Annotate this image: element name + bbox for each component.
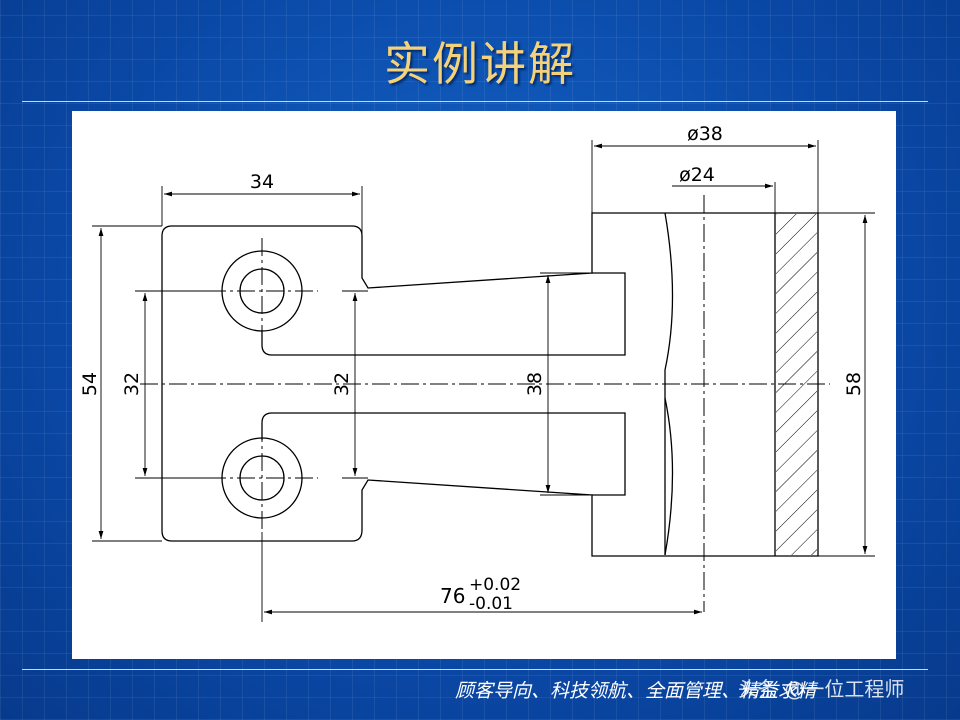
- dim-76-label: 76: [440, 584, 465, 608]
- footer-divider: [22, 669, 928, 670]
- dim-58-label: 58: [843, 372, 865, 396]
- title-divider: [22, 101, 928, 102]
- footer-slogan: 顾客导向、科技领航、全面管理、精益求精: [455, 680, 817, 702]
- dim-34-label: 34: [250, 171, 274, 193]
- engineering-drawing: 34 ø38 ø24 54 32 32 38 58 76 +0.02 -0.01: [72, 111, 896, 659]
- center-lines: [140, 195, 830, 612]
- dim-32-mid-label: 32: [331, 372, 353, 396]
- dim-76-tol-lower: -0.01: [469, 594, 513, 614]
- dim-54-label: 54: [79, 372, 101, 396]
- dim-phi24-label: ø24: [679, 164, 715, 186]
- watermark: 头条 @一位工程师: [738, 677, 905, 701]
- dimension-texts: 34 ø38 ø24 54 32 32 38 58 76 +0.02 -0.01: [79, 123, 865, 614]
- dim-32-left-label: 32: [121, 372, 143, 396]
- dim-38-label: 38: [524, 372, 546, 396]
- dim-phi38-label: ø38: [687, 123, 723, 145]
- slide-title: 实例讲解: [384, 37, 576, 91]
- dimension-lines: [92, 140, 875, 622]
- dim-76-tol-upper: +0.02: [469, 575, 521, 595]
